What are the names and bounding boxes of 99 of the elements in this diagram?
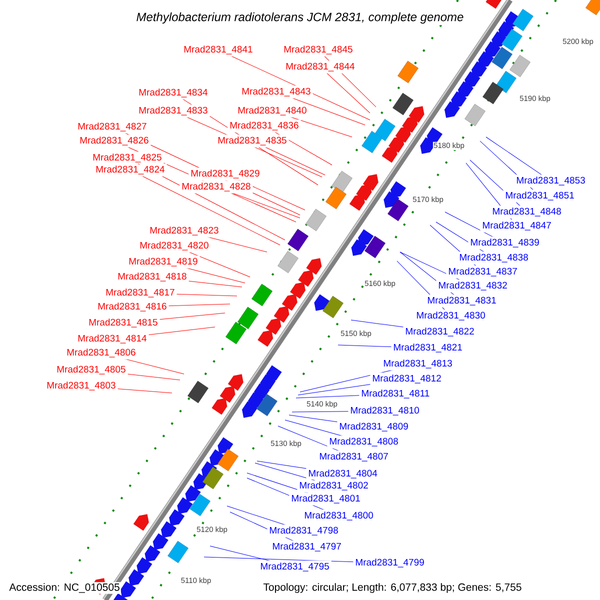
leader-line: [158, 312, 226, 320]
leader-line: [466, 162, 513, 221]
gene-label: Mrad2831_4841: [184, 46, 252, 54]
gene-label: Mrad2831_4821: [394, 344, 462, 352]
leader-line: [141, 175, 280, 246]
leader-line: [168, 304, 230, 306]
leader-line: [278, 426, 340, 452]
leader-line: [148, 326, 216, 336]
gene-label: Mrad2831_4818: [118, 272, 186, 282]
leader-line: [444, 212, 494, 238]
gene-label: Mrad2831_4833: [139, 106, 208, 116]
leader-line: [430, 224, 477, 267]
gene-label: Mrad2831_4812: [373, 374, 441, 384]
leader-line: [246, 478, 326, 511]
leader-line: [400, 252, 455, 296]
leader-line: [126, 146, 296, 222]
leader-line: [176, 294, 238, 296]
gene-label: Mrad2831_4825: [93, 154, 162, 162]
gene-label: Mrad2831_4810: [351, 406, 419, 416]
gene-label: Mrad2831_4848: [493, 208, 561, 216]
leader-line: [400, 252, 462, 281]
title: Methylobacterium radiotolerans JCM 2831, complete genome: [134, 10, 466, 26]
leader-line: [288, 414, 338, 422]
leader-line: [338, 344, 392, 348]
gene-label: Mrad2831_4795: [260, 562, 329, 572]
gene-label: Mrad2831_4829: [191, 170, 260, 178]
gene-label: Mrad2831_4828: [182, 182, 250, 192]
gene-label: Mrad2831_4797: [272, 542, 341, 552]
leader-line: [126, 374, 180, 380]
gene-label: Mrad2831_4820: [140, 242, 208, 250]
gene-label: Mrad2831_4803: [47, 382, 116, 390]
leader-line: [186, 116, 322, 178]
leader-line: [289, 116, 352, 138]
leader-line: [436, 222, 486, 253]
gene-label: Mrad2831_4851: [506, 192, 574, 200]
gene-label: Mrad2831_4838: [460, 254, 528, 262]
gene-label: Mrad2831_4811: [362, 390, 430, 398]
gene-label: Mrad2831_4809: [340, 422, 408, 432]
gene-label: Mrad2831_4804: [309, 470, 378, 478]
leader-line: [480, 140, 534, 191]
leader-line: [124, 132, 300, 216]
leader-line: [226, 506, 287, 526]
gene-label: Mrad2831_4823: [150, 226, 218, 236]
gene-label: Mrad2831_4832: [439, 282, 507, 290]
leader-line: [296, 395, 360, 398]
gene-label: Mrad2831_4839: [471, 238, 539, 248]
gene-label: Mrad2831_4827: [78, 122, 146, 132]
gene-label: Mrad2831_4813: [384, 360, 452, 368]
gene-label: Mrad2831_4824: [96, 166, 164, 174]
gene-label: Mrad2831_4819: [129, 258, 198, 266]
leader-line: [230, 512, 295, 542]
leader-line: [396, 260, 446, 311]
gene-label: Mrad2831_4836: [230, 122, 298, 130]
gene-label: Mrad2831_4830: [417, 312, 485, 320]
gene-label: Mrad2831_4831: [428, 296, 496, 306]
gene-label: Mrad2831_4837: [449, 268, 517, 276]
leader-line: [204, 556, 354, 562]
gene-label: Mrad2831_4834: [139, 88, 208, 98]
leader-line: [231, 192, 300, 218]
gene-label: Mrad2831_4845: [284, 46, 352, 54]
gene-label: Mrad2831_4806: [67, 348, 136, 358]
leader-line: [188, 280, 242, 288]
gene-label: Mrad2831_4816: [98, 302, 166, 312]
gene-label: Mrad2831_4853: [517, 176, 585, 186]
gene-label: Mrad2831_4822: [406, 328, 474, 336]
gene-label: Mrad2831_4843: [242, 88, 310, 96]
leader-line: [350, 320, 404, 328]
leader-line: [230, 55, 370, 120]
gene-label: Mrad2831_4840: [238, 106, 306, 116]
leader-line: [116, 388, 172, 394]
leader-line: [290, 97, 366, 126]
gene-label: Mrad2831_4844: [286, 62, 354, 72]
gene-label: Mrad2831_4802: [300, 482, 368, 490]
gene-label: Mrad2831_4817: [106, 288, 174, 298]
gene-label: Mrad2831_4815: [89, 318, 158, 328]
leader-line: [292, 411, 350, 412]
leader-line: [188, 251, 250, 278]
leader-line: [264, 146, 326, 176]
leader-line: [470, 160, 521, 207]
gene-label: Mrad2831_4814: [78, 334, 146, 344]
gene-label: Mrad2831_4826: [80, 136, 148, 146]
gene-label: Mrad2831_4808: [330, 438, 398, 446]
leader-line: [486, 136, 543, 176]
gene-label: Mrad2831_4835: [218, 136, 286, 146]
gene-label: Mrad2831_4801: [292, 494, 360, 504]
leader-line: [326, 72, 370, 114]
leader-line: [298, 384, 372, 396]
leader-line: [324, 55, 376, 108]
gene-label: Mrad2831_4798: [270, 526, 338, 536]
gene-label: Mrad2831_4800: [304, 512, 373, 520]
leader-line: [256, 460, 308, 469]
gene-label: Mrad2831_4807: [320, 452, 388, 462]
footer-text: Topology: circular; Length: 6,077,833 bp; Genes: 5,755: [262, 582, 523, 594]
leader-line: [182, 98, 318, 186]
gene-label: Mrad2831_4799: [356, 558, 424, 568]
footer-text: Accession: NC_010505: [8, 582, 121, 594]
gene-label: Mrad2831_4847: [483, 222, 551, 230]
leader-line: [274, 131, 332, 166]
gene-label: Mrad2831_4805: [57, 366, 126, 374]
